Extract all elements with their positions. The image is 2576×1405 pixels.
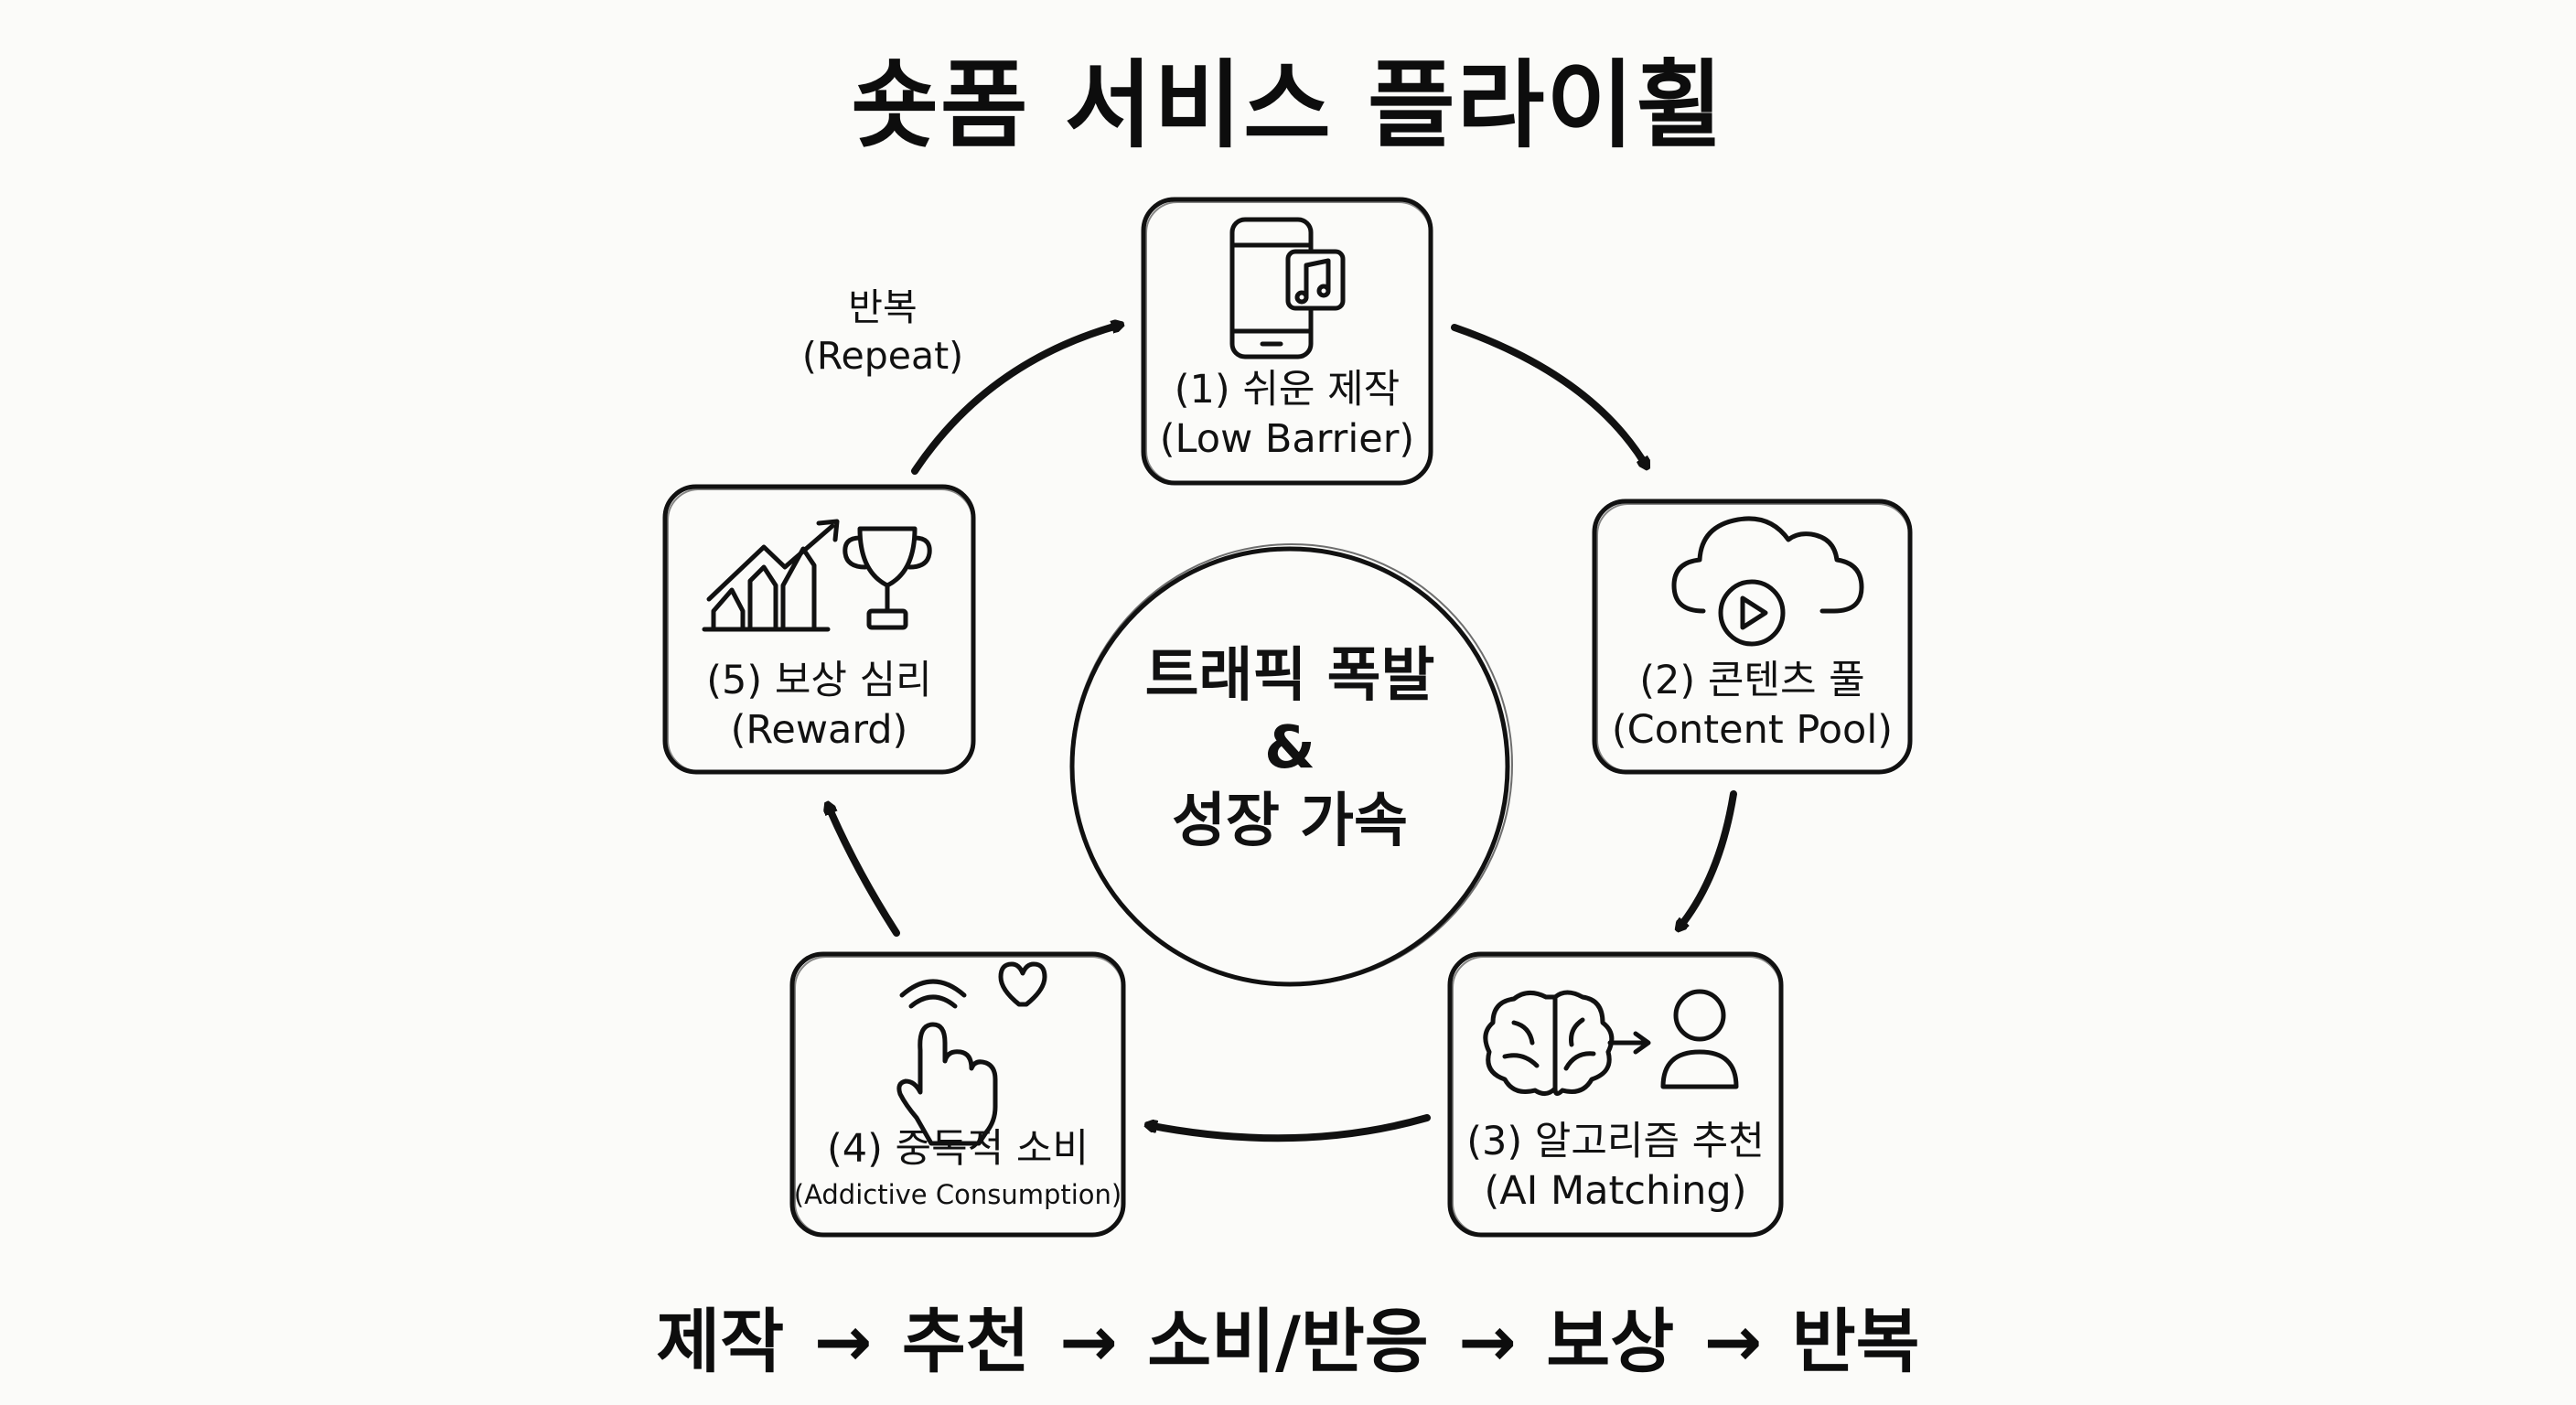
arrow-1-to-2 [1451,324,1647,467]
node-3-en: (AI Matching) [1484,1167,1747,1214]
node-label-content-pool: (2) 콘텐츠 풀 (Content Pool) [1594,657,1910,756]
center-line-3: 성장 가속 [1172,787,1408,855]
node-box-addictive-consumption [789,951,1126,1238]
node-5-ko: (5) 보상 심리 [706,658,932,703]
flow-summary: 제작 → 추천 → 소비/반응 → 보상 → 반복 [656,1301,1920,1382]
repeat-label: 반복 (Repeat) [787,284,979,381]
node-2-ko: (2) 콘텐츠 풀 [1639,658,1865,703]
node-5-en: (Reward) [730,706,908,753]
arrow-2-to-3 [1679,790,1737,928]
arrow-4-to-5 [828,805,900,937]
node-label-reward: (5) 보상 심리 (Reward) [665,657,973,756]
repeat-label-ko: 반복 [848,285,918,329]
node-box-reward [662,484,976,775]
diagram-title: 숏폼 서비스 플라이휠 [851,49,1725,161]
growth-trophy-icon [702,519,932,632]
node-1-ko: (1) 쉬운 제작 [1174,367,1401,413]
center-text: 트래픽 폭발 & 성장 가속 [1057,640,1523,858]
node-label-ai-matching: (3) 알고리즘 추천 (AI Matching) [1450,1118,1781,1217]
node-box-low-barrier [1141,197,1433,486]
center-line-1: 트래픽 폭발 [1144,642,1435,710]
node-box-content-pool [1592,499,1913,775]
node-3-ko: (3) 알고리즘 추천 [1466,1119,1765,1164]
node-4-en: (Addictive Consumption) [793,1178,1122,1210]
cloud-play-icon [1671,516,1864,647]
tap-heart-icon [896,961,1047,1146]
center-line-2: & [1264,714,1315,783]
node-1-en: (Low Barrier) [1159,415,1415,462]
repeat-label-en: (Repeat) [801,334,964,379]
brain-to-user-icon [1483,989,1739,1096]
node-box-ai-matching [1447,951,1784,1238]
arrow-3-to-4 [1148,1114,1431,1142]
arrow-5-to-1 [911,325,1121,475]
node-2-en: (Content Pool) [1611,706,1894,753]
node-label-low-barrier: (1) 쉬운 제작 (Low Barrier) [1143,366,1431,465]
node-4-ko: (4) 중독적 소비 [826,1126,1089,1172]
smartphone-music-icon [1229,217,1346,359]
node-label-addictive-consumption: (4) 중독적 소비 (Addictive Consumption) [792,1125,1123,1211]
